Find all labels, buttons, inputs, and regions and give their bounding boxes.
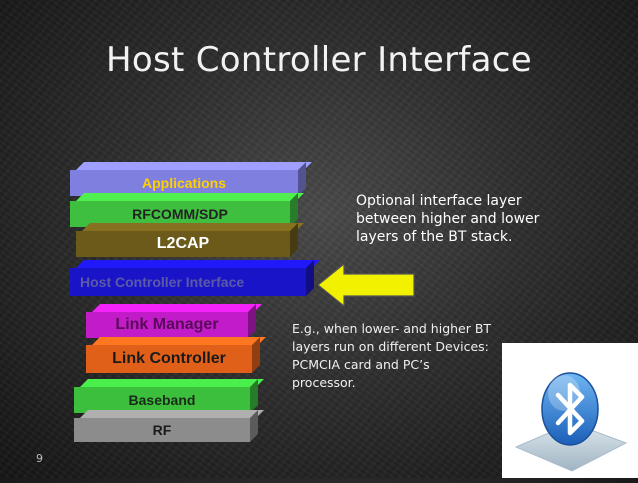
layer-side-face bbox=[306, 260, 314, 296]
layer-top-face bbox=[80, 410, 264, 418]
layer-link-controller: Link Controller bbox=[86, 337, 266, 373]
bluetooth-logo-panel bbox=[502, 343, 638, 478]
layer-baseband: Baseband bbox=[74, 379, 264, 413]
layer-label: Baseband bbox=[128, 392, 196, 408]
layer-front-face: RFCOMM/SDP bbox=[70, 201, 290, 227]
layer-label: RF bbox=[152, 422, 172, 438]
layer-side-face bbox=[290, 223, 298, 257]
layer-front-face: Applications bbox=[70, 170, 298, 196]
bluetooth-icon bbox=[514, 372, 628, 472]
layer-rf: RF bbox=[74, 410, 264, 442]
layer-label: Link Manager bbox=[115, 316, 219, 333]
slide-title: Host Controller Interface bbox=[106, 40, 532, 80]
layer-front-face: Host Controller Interface bbox=[70, 268, 306, 296]
layer-top-face bbox=[80, 379, 264, 387]
layer-top-face bbox=[76, 162, 312, 170]
layer-front-face: Link Controller bbox=[86, 345, 252, 373]
layer-top-face bbox=[76, 260, 320, 268]
layer-side-face bbox=[250, 410, 258, 442]
layer-top-face bbox=[92, 337, 266, 345]
page-number: 9 bbox=[36, 452, 43, 465]
layer-label: L2CAP bbox=[156, 235, 210, 252]
layer-label: Host Controller Interface bbox=[80, 274, 245, 290]
layer-front-face: L2CAP bbox=[76, 231, 290, 257]
layer-side-face bbox=[252, 337, 260, 373]
layer-label: RFCOMM/SDP bbox=[132, 206, 228, 222]
layer-hci: Host Controller Interface bbox=[70, 260, 320, 296]
layer-top-face bbox=[82, 223, 304, 231]
pointer-arrow-icon bbox=[318, 262, 415, 308]
layer-link-manager: Link Manager bbox=[86, 304, 262, 338]
optional-layer-callout: Optional interface layer between higher … bbox=[356, 193, 540, 245]
layer-front-face: RF bbox=[74, 418, 250, 442]
layer-front-face: Baseband bbox=[74, 387, 250, 413]
layer-side-face bbox=[290, 193, 298, 227]
layer-label: Applications bbox=[141, 175, 226, 191]
layer-applications: Applications bbox=[70, 162, 312, 196]
layer-l2cap: L2CAP bbox=[76, 223, 304, 257]
layer-front-face: Link Manager bbox=[86, 312, 248, 338]
layer-side-face bbox=[248, 304, 256, 338]
layer-side-face bbox=[250, 379, 258, 413]
layer-label: Link Controller bbox=[112, 350, 226, 367]
layer-side-face bbox=[298, 162, 306, 196]
layer-rfcomm-sdp: RFCOMM/SDP bbox=[70, 193, 304, 227]
layer-top-face bbox=[92, 304, 262, 312]
example-callout: E.g., when lower- and higher BT layers r… bbox=[292, 321, 492, 390]
layer-top-face bbox=[76, 193, 304, 201]
